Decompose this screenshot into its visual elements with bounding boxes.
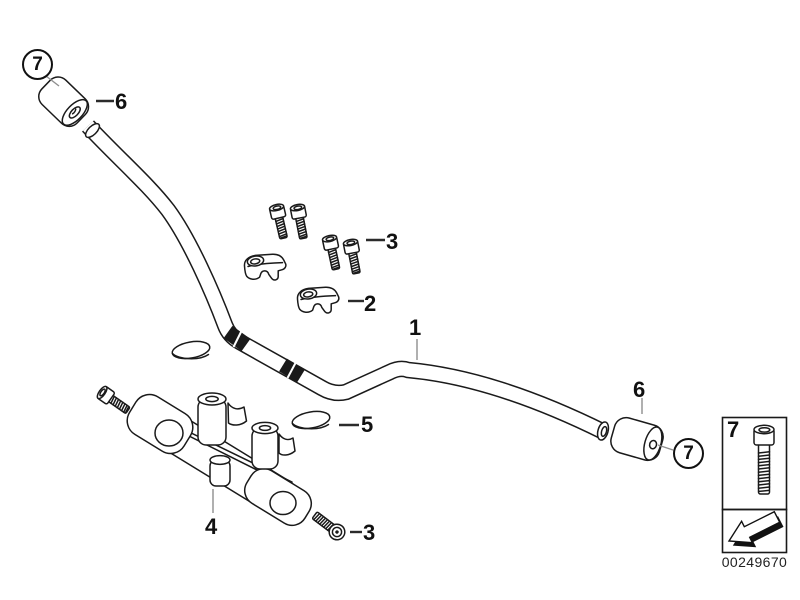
leader-part7-left bbox=[45, 75, 60, 87]
legend-item-number: 7 bbox=[727, 417, 740, 442]
handlebar-tube bbox=[81, 120, 610, 441]
callout-part-1[interactable]: 1 bbox=[409, 315, 422, 340]
callout-part-7-left-label: 7 bbox=[32, 53, 43, 75]
fork-boss-left bbox=[126, 393, 194, 455]
handlebar-clamp-upper bbox=[243, 253, 287, 281]
callout-part-7-left[interactable]: 7 bbox=[22, 49, 53, 80]
fork-screw-left bbox=[94, 384, 133, 418]
callout-part-5[interactable]: 5 bbox=[361, 412, 374, 437]
bar-end-weight-left bbox=[38, 76, 90, 128]
callout-part-2[interactable]: 2 bbox=[364, 291, 377, 316]
callout-part-4[interactable]: 4 bbox=[205, 514, 218, 539]
trim-cap-left bbox=[170, 338, 212, 362]
callout-part-3-bottom[interactable]: 3 bbox=[363, 520, 376, 545]
trim-cap-right bbox=[290, 408, 332, 432]
fork-bridge bbox=[126, 392, 313, 527]
handlebar-holder-front bbox=[197, 392, 248, 446]
callout-part-7-right[interactable]: 7 bbox=[673, 438, 704, 469]
handlebar-clamp-lower bbox=[296, 286, 340, 314]
leader-part7-right bbox=[657, 444, 674, 451]
tube-end-right bbox=[596, 421, 610, 441]
callout-part-6-right[interactable]: 6 bbox=[633, 377, 646, 402]
callout-part-7-right-label: 7 bbox=[683, 442, 694, 464]
callout-part-6-left[interactable]: 6 bbox=[115, 89, 128, 114]
knurl-band-left bbox=[223, 325, 251, 352]
socket-head-screw-icon bbox=[753, 424, 775, 495]
clamp-screw-4 bbox=[342, 237, 365, 276]
leader-lines bbox=[45, 75, 674, 513]
direction-arrow-icon bbox=[727, 510, 784, 548]
clamp-screw-1 bbox=[268, 202, 292, 241]
drawing-number: 00249670 bbox=[721, 554, 788, 570]
fork-boss-right bbox=[243, 467, 313, 527]
clamp-screw-3 bbox=[321, 233, 344, 272]
legend-box bbox=[721, 416, 788, 554]
handlebar-holder-rear bbox=[251, 421, 296, 470]
clamp-screw-2 bbox=[289, 202, 312, 241]
knurl-band-right bbox=[279, 358, 305, 383]
fork-screw-right bbox=[311, 511, 346, 541]
callout-dashes bbox=[96, 99, 385, 534]
callout-part-3-top[interactable]: 3 bbox=[386, 229, 399, 254]
steering-stem-cap bbox=[209, 454, 231, 487]
bar-end-weight-right bbox=[610, 416, 664, 462]
